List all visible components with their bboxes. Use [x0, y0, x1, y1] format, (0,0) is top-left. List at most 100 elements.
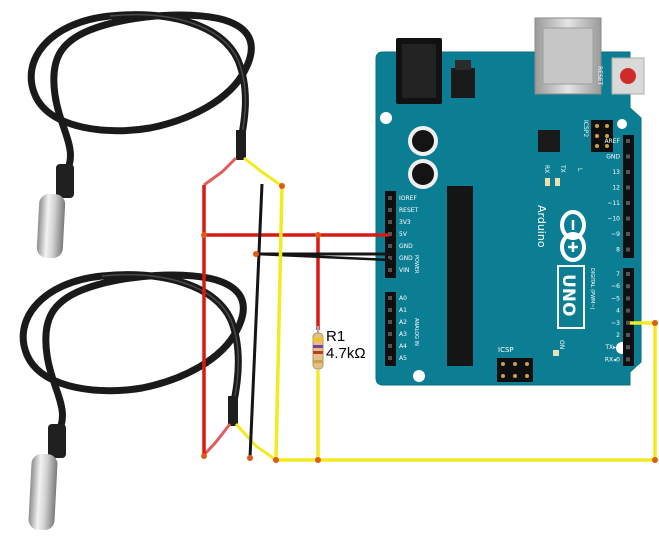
probe-cable	[19, 271, 247, 439]
rx-label: RX	[543, 165, 550, 173]
header-pin	[626, 333, 630, 337]
header-pin	[388, 256, 392, 260]
tx-label: TX	[559, 164, 566, 173]
pin-label: RX◂0	[605, 356, 620, 363]
header-pin	[626, 170, 630, 174]
analog-header	[385, 292, 396, 366]
probe-steel-tip	[36, 193, 66, 259]
header-pin	[388, 244, 392, 248]
header-pin	[388, 320, 392, 324]
pin-label: 7	[616, 271, 620, 278]
arduino-logo	[560, 210, 586, 262]
pullup-resistor: R1 4.7kΩ	[312, 326, 366, 370]
pin-label: TX▸1	[604, 344, 620, 351]
header-pin	[626, 216, 630, 221]
tx-led	[555, 178, 560, 186]
atmega-chip	[447, 186, 473, 366]
probe-lead-yellow	[243, 156, 283, 188]
analog-header-label: ANALOG IN	[413, 318, 419, 346]
header-pin	[626, 201, 630, 205]
header-pin	[626, 284, 630, 289]
board-pcb	[375, 51, 642, 386]
header-pin	[388, 308, 392, 312]
header-pin	[626, 185, 630, 190]
pin-label: ~10	[607, 216, 620, 223]
header-pin	[388, 356, 392, 360]
probe-heatshrink	[228, 396, 238, 426]
pin-label: A1	[399, 307, 407, 314]
icsp-header	[497, 358, 533, 382]
mounting-hole	[413, 370, 425, 382]
model-label: UNO	[558, 274, 578, 316]
header-pin	[626, 247, 630, 252]
wire-black	[248, 183, 264, 459]
digital-header-label: DIGITAL (PWM~)	[589, 268, 595, 310]
temperature-probe-top	[27, 11, 255, 259]
temperature-probe-bottom	[19, 271, 247, 531]
header-pin	[388, 232, 392, 236]
arduino-uno-board: RESET ICSP2 TX RX L	[375, 17, 645, 386]
header-pin	[388, 296, 392, 300]
pin-label: ~11	[607, 200, 620, 207]
probe-lead-yellow	[234, 422, 277, 462]
wire-yellow	[274, 185, 284, 461]
l-led-label: L	[576, 168, 583, 172]
pin-label: GND	[399, 243, 413, 250]
header-pin	[626, 345, 630, 350]
icsp2-label: ICSP2	[582, 120, 589, 137]
icsp-label: ICSP	[498, 346, 514, 354]
pin-label: VIN	[399, 267, 409, 274]
uno-badge: UNO	[557, 265, 585, 329]
icsp2-header	[591, 120, 613, 152]
probe-cable	[27, 11, 255, 179]
pin-label: 8	[616, 247, 620, 254]
rx-led	[545, 178, 550, 186]
probe-steel-tip	[28, 453, 58, 531]
header-pin	[626, 357, 630, 362]
digital-header	[623, 268, 634, 366]
header-pin	[626, 320, 630, 325]
capacitor	[408, 159, 438, 189]
pin-label: 3V3	[399, 219, 411, 226]
pin-label: GND	[606, 154, 620, 161]
mounting-hole	[380, 112, 392, 124]
wire-black	[255, 252, 391, 262]
resistor-designator: R1	[326, 328, 345, 345]
pin-label: A0	[399, 295, 407, 302]
pin-label: ~5	[611, 295, 620, 302]
header-pin	[388, 196, 392, 200]
pin-label: A4	[399, 343, 407, 350]
header-pin	[626, 272, 630, 276]
pin-label: 5V	[399, 231, 408, 238]
pin-label: ~9	[611, 231, 620, 238]
power-header-label: POWER	[413, 255, 419, 274]
on-label: ON	[558, 340, 565, 349]
probe-heatshrink	[236, 130, 246, 160]
header-pin	[626, 296, 630, 301]
mounting-hole	[617, 119, 627, 129]
pin-label: A3	[399, 331, 407, 338]
header-pin	[626, 232, 630, 236]
pin-label: 13	[612, 169, 620, 176]
pin-label: GND	[399, 255, 413, 262]
voltage-regulator	[451, 68, 475, 98]
pin-label: ~3	[611, 320, 620, 327]
header-pin	[388, 268, 392, 272]
header-pin	[626, 139, 630, 143]
probe-ferrule	[48, 424, 66, 458]
brand-label: Arduino	[535, 205, 548, 248]
header-pin	[388, 220, 392, 224]
header-pin	[388, 344, 392, 348]
pin-label: AREF	[604, 138, 620, 145]
pin-label: 2	[616, 332, 620, 339]
junction-dots	[201, 183, 658, 463]
pin-label: A5	[399, 355, 407, 362]
header-pin	[388, 332, 392, 336]
usb-controller-chip	[538, 130, 560, 152]
pin-label: ~6	[611, 283, 620, 290]
top-digital-header	[623, 135, 634, 258]
pin-label: A2	[399, 319, 407, 326]
header-pin	[626, 308, 630, 313]
pin-label: IOREF	[399, 195, 417, 202]
